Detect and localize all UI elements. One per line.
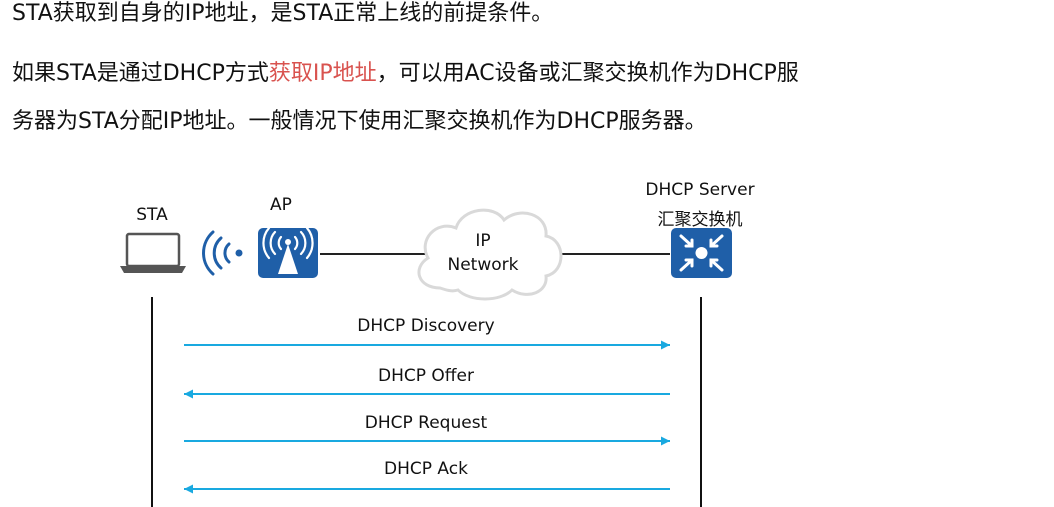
server-sublabel: 汇聚交换机 [657,210,743,230]
cloud-label-line2: Network [447,255,519,275]
dhcp-paragraph-highlight: 获取IP地址 [268,61,377,86]
dhcp-paragraph-part2: ，可以用AC设备或汇聚交换机作为DHCP服 [376,61,799,86]
cloud-icon [417,208,563,301]
ap-label: AP [270,195,292,215]
message-label-offer: DHCP Offer [378,366,474,386]
sta-label: STA [136,205,168,225]
dhcp-paragraph-line1: 如果STA是通过DHCP方式获取IP地址，可以用AC设备或汇聚交换机作为DHCP… [12,63,799,85]
message-arrow-head [661,340,670,350]
dhcp-paragraph-part1: 如果STA是通过DHCP方式 [12,61,269,86]
message-label-discovery: DHCP Discovery [357,316,495,336]
message-label-request: DHCP Request [364,413,488,433]
wifi-signal-icon [202,230,243,276]
message-arrows [184,340,670,494]
dhcp-paragraph-line2: 务器为STA分配IP地址。一般情况下使用汇聚交换机作为DHCP服务器。 [12,109,707,134]
intro-paragraph: STA获取到自身的IP地址，是STA正常上线的前提条件。 [12,1,554,26]
laptop-icon [120,232,186,273]
cloud-label-line1: IP [475,231,491,251]
message-arrow-head [184,484,193,494]
access-point-icon [258,226,318,278]
server-label: DHCP Server [645,180,755,200]
message-label-ack: DHCP Ack [384,459,468,479]
message-arrow-head [661,436,670,446]
switch-icon [671,228,732,278]
message-arrow-head [184,389,193,399]
